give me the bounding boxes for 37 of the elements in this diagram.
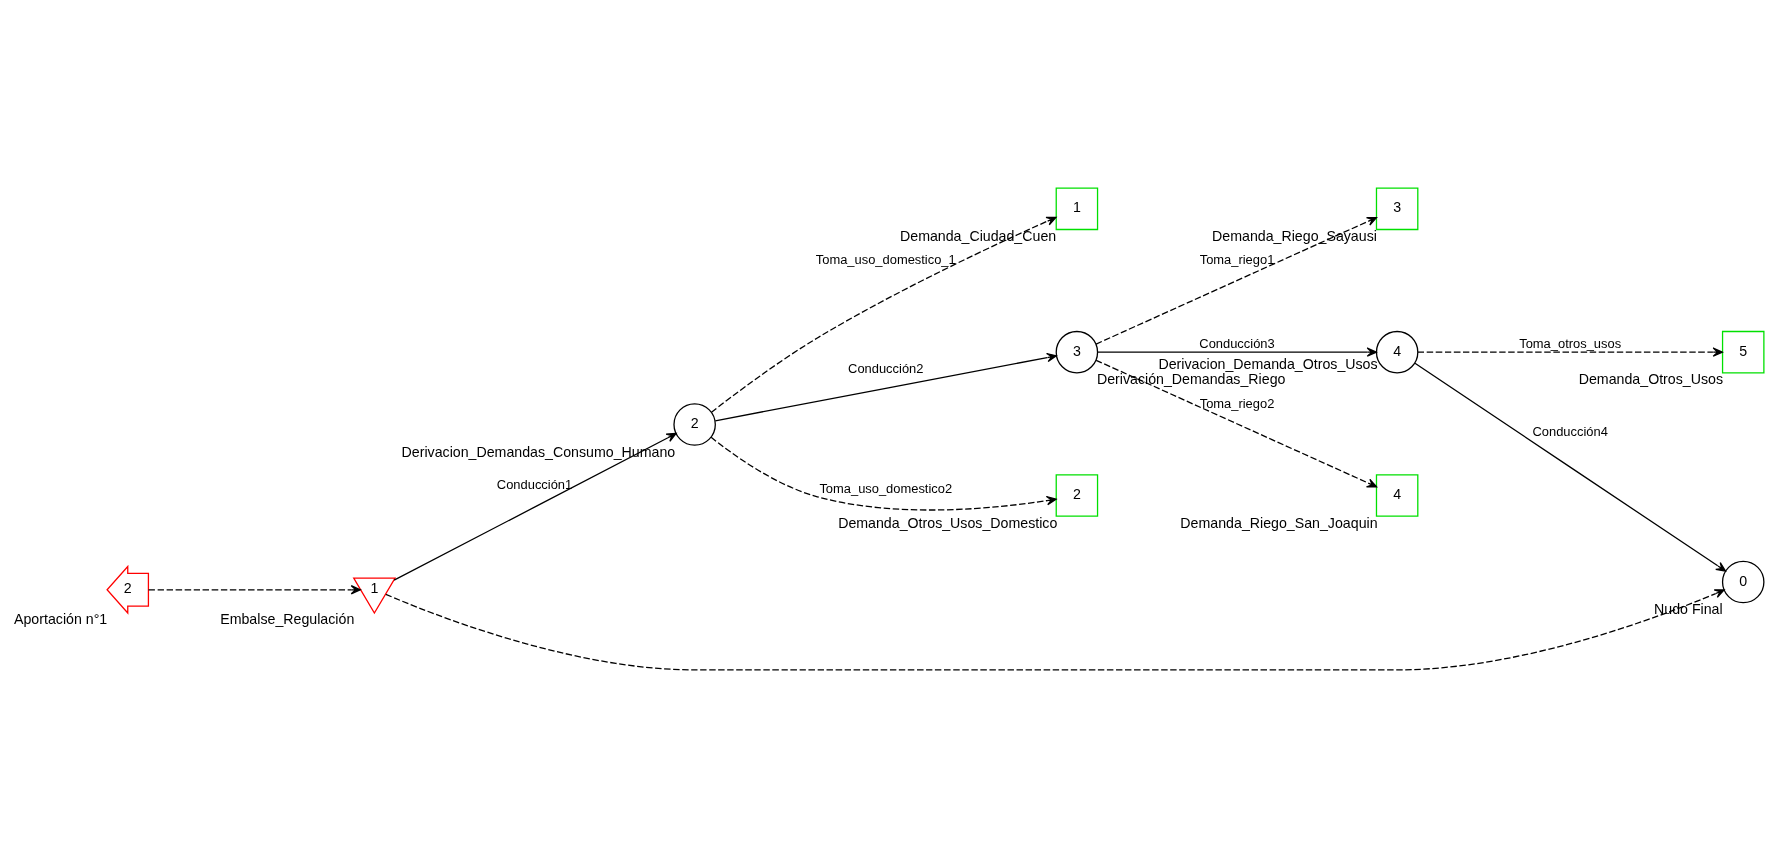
node-circle: 3 [1055,330,1099,373]
node-label: Demanda_Riego_Sayausi [1212,227,1377,244]
edge-label: Toma_uso_domestico2 [819,480,953,496]
node-box: 2 [1055,473,1099,517]
edge-label: Conducción1 [496,476,573,492]
node-label: Demanda_Otros_Usos [1578,370,1724,387]
arrow [1096,346,1377,357]
node-circle: 2 [673,402,716,446]
node-label: Embalse_Regulación [220,610,355,627]
arrow [1414,362,1727,572]
arrow [1095,216,1378,345]
node-box: 5 [1721,330,1765,373]
arrow [1095,359,1378,487]
edge-label: Toma_otros_usos [1519,335,1622,351]
node-label: Aportación n°1 [13,610,108,627]
node-label: Demanda_Otros_Usos_Domestico [838,514,1058,531]
node-label: Demanda_Riego_San_Joaquin [1180,514,1378,531]
edge-label: Toma_riego1 [1199,251,1275,267]
node-box: 3 [1375,187,1419,230]
node-label: Derivación_Demandas_Riego [1096,370,1286,387]
arrow [385,588,1725,670]
edge-label: Conducción2 [848,360,924,376]
node-label: Demanda_Ciudad_Cuen [900,227,1057,244]
node-box: 1 [1055,187,1099,230]
edge-label: Conducción4 [1532,423,1608,439]
arrow [147,584,361,594]
node-label: Nudo Final [1654,600,1723,617]
edge-label: Toma_riego2 [1199,395,1275,411]
arrow [393,432,677,581]
node-circle: 0 [1721,560,1765,603]
arrow [1417,346,1723,357]
arrow [710,436,1057,511]
node-label: Derivacion_Demanda_Otros_Usos [1158,355,1378,372]
edge-label: Conducción3 [1199,335,1275,351]
arrow [714,352,1057,421]
edge-label: Toma_uso_domestico_1 [815,251,956,267]
node-box: 4 [1375,473,1419,517]
